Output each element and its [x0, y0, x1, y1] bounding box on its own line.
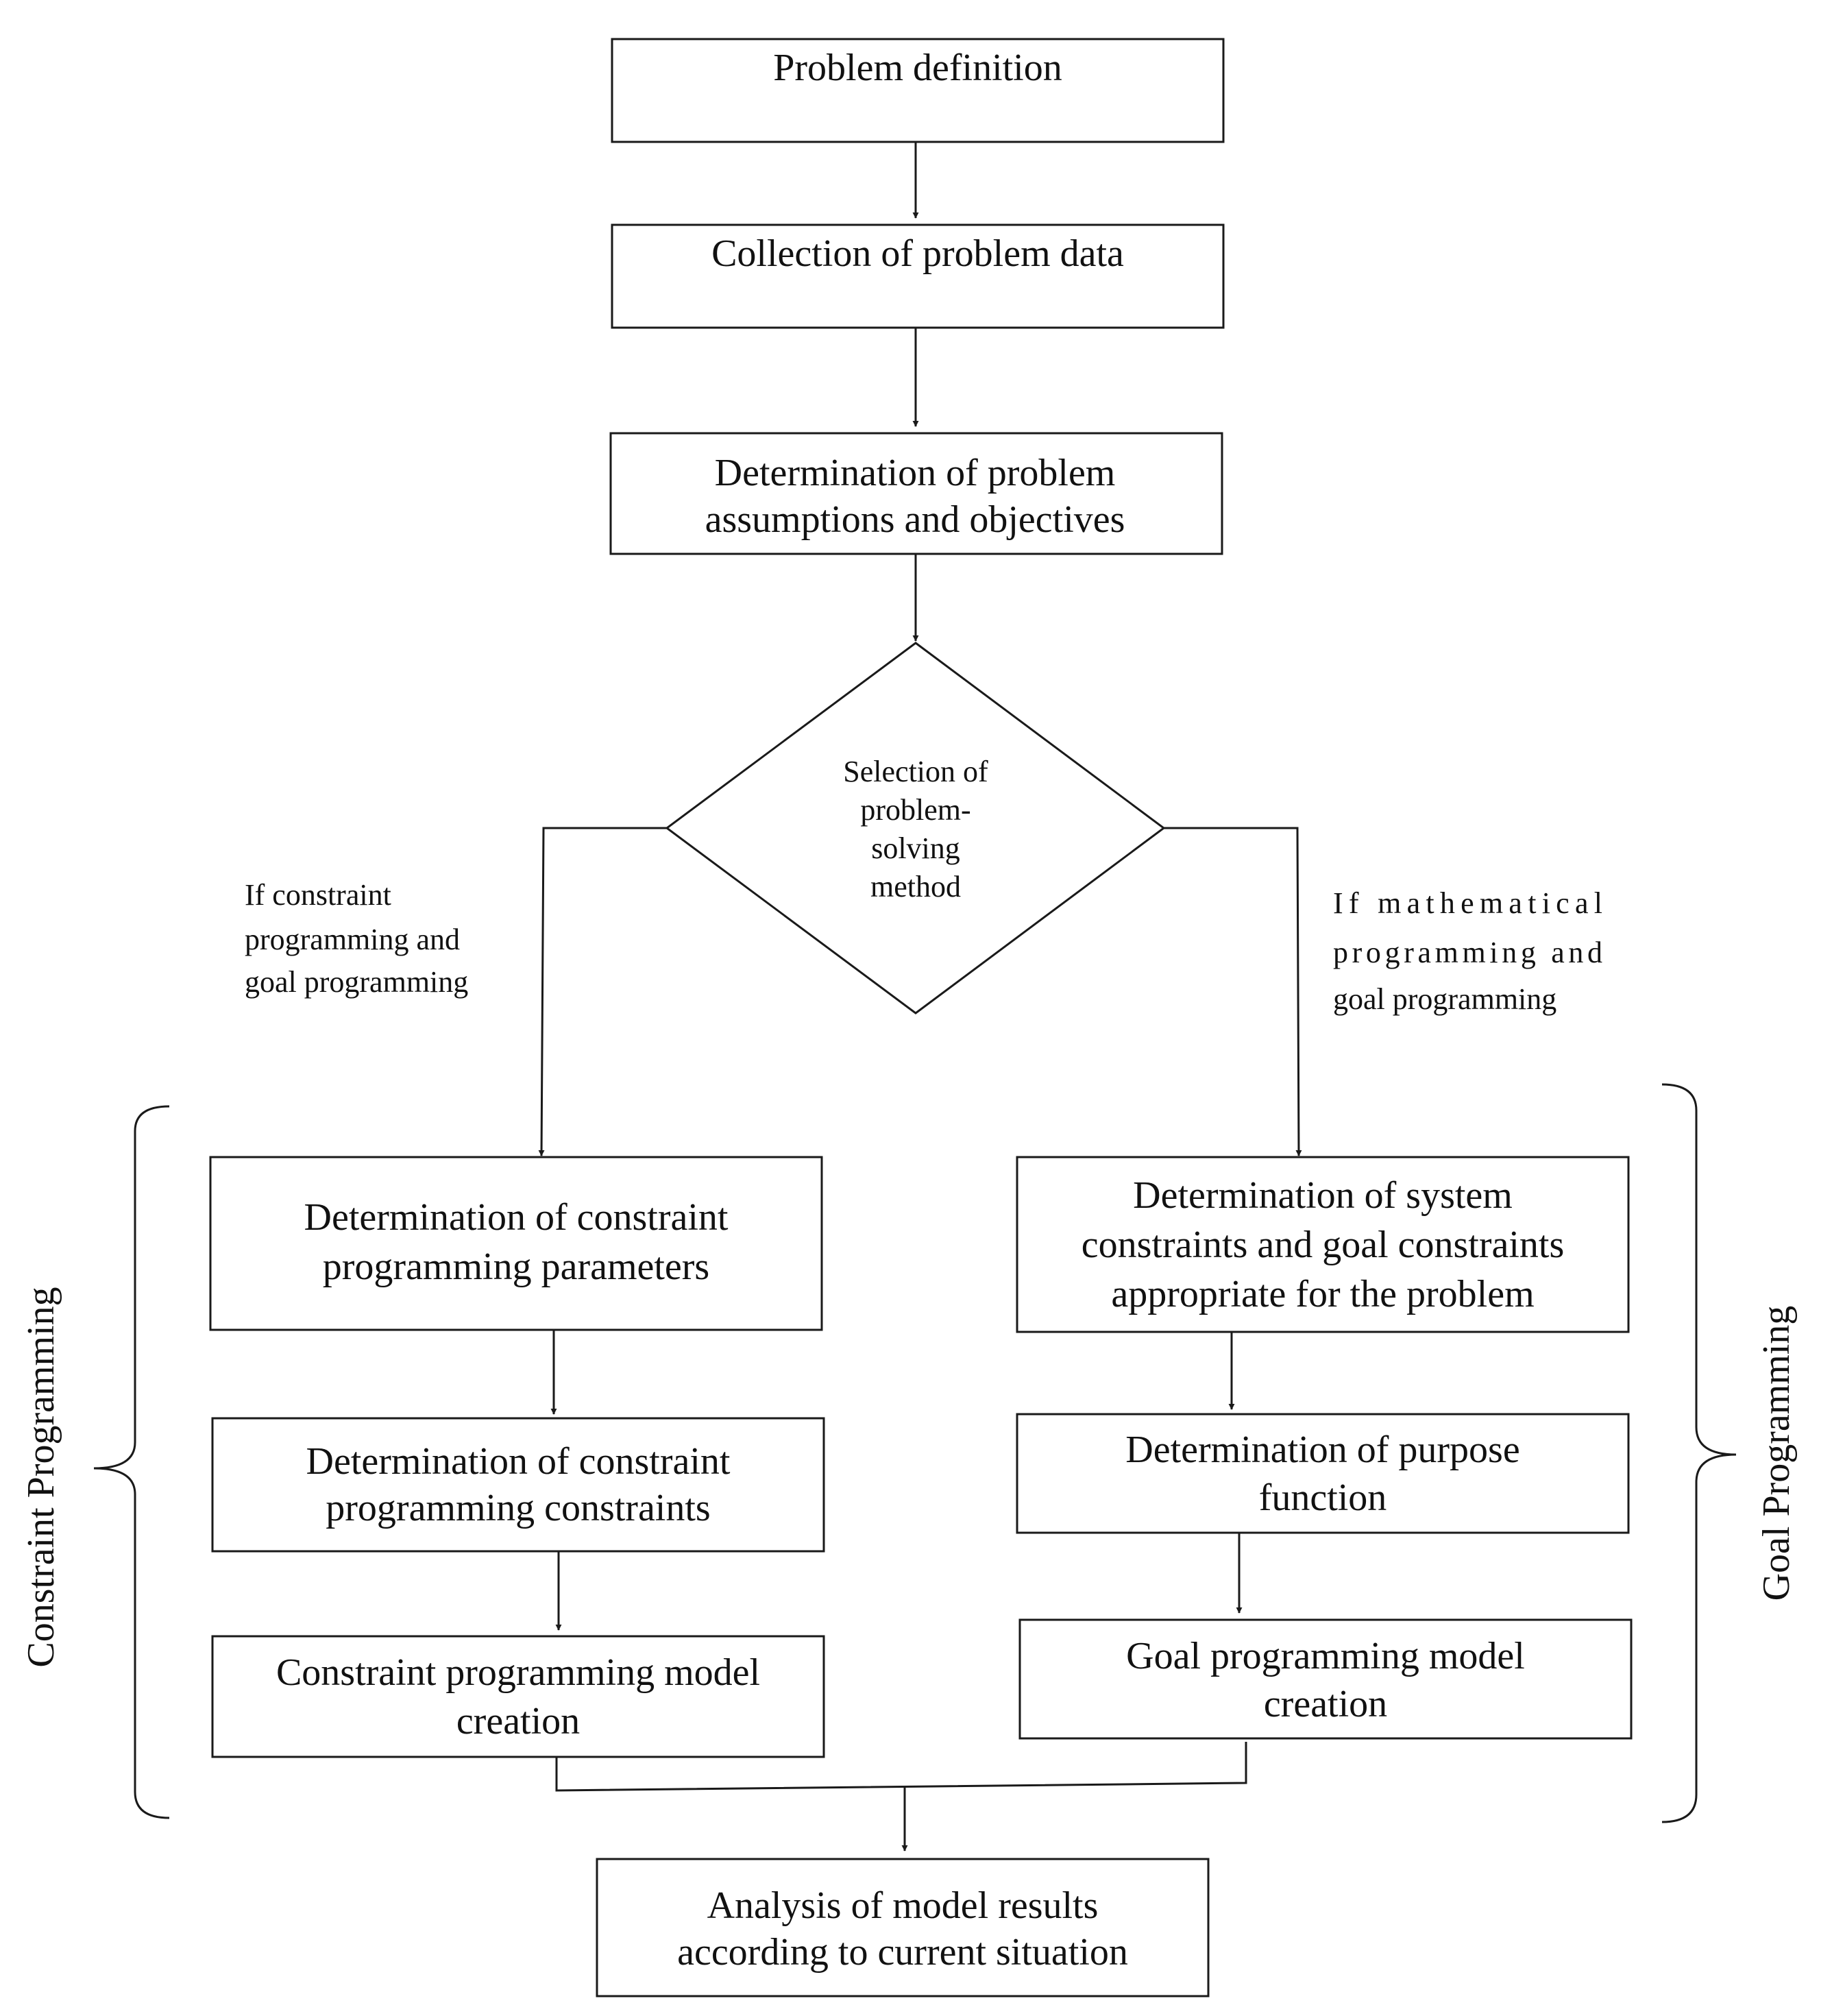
gp-model-box: Goal programming model creation: [1018, 1618, 1633, 1740]
connectors: [538, 142, 1302, 1851]
branch-label-right: If mathematical programming and goal pro…: [1333, 886, 1602, 1016]
decision-text-line: solving: [871, 831, 960, 865]
box-text-line: Determination of constraint: [306, 1440, 731, 1483]
decision-diamond: Selection of problem- solving method: [665, 642, 1166, 1015]
gp-constraints-box: Determination of system constraints and …: [1016, 1156, 1630, 1333]
box-text-line: Determination of system: [1133, 1174, 1513, 1217]
cp-model-box: Constraint programming model creation: [211, 1635, 825, 1758]
branch-text-line: programming and: [245, 923, 460, 956]
box-text-line: Determination of constraint: [304, 1196, 729, 1239]
box-text-line: Problem definition: [773, 47, 1062, 89]
box-text-line: constraints and goal constraints: [1082, 1224, 1565, 1266]
arrow-decision-to-gp-branch: [1164, 827, 1302, 1156]
branch-text-line: goal programming: [245, 965, 468, 999]
box-text-line: creation: [456, 1700, 580, 1742]
box-text-line: Determination of purpose: [1125, 1429, 1519, 1471]
box-text-line: appropriate for the problem: [1111, 1273, 1534, 1315]
box-text-line: programming constraints: [326, 1487, 710, 1529]
cp-parameters-box: Determination of constraint programming …: [209, 1156, 823, 1331]
gp-purpose-box: Determination of purpose function: [1016, 1413, 1630, 1534]
branch-label-left: If constraint programming and goal progr…: [245, 878, 468, 999]
goal-programming-group: Goal Programming: [1661, 1083, 1798, 1823]
goal-programming-label: Goal Programming: [1755, 1306, 1798, 1601]
merge-line: [555, 1742, 1247, 1792]
box-text-line: programming parameters: [323, 1246, 709, 1288]
box-text-line: Determination of problem: [715, 452, 1116, 494]
cp-constraints-box: Determination of constraint programming …: [211, 1417, 825, 1553]
decision-text-line: Selection of: [843, 755, 988, 788]
decision-text-line: problem-: [860, 793, 970, 827]
branch-text-line: programming and: [1333, 936, 1602, 969]
analysis-box: Analysis of model results according to c…: [596, 1858, 1210, 1997]
box-text-line: function: [1259, 1477, 1387, 1519]
constraint-programming-group: Constraint Programming: [20, 1105, 170, 1819]
data-collection-box: Collection of problem data: [611, 223, 1225, 329]
box-text-line: assumptions and objectives: [705, 498, 1125, 541]
box-text-line: Collection of problem data: [711, 232, 1124, 275]
right-brace: [1661, 1083, 1737, 1823]
box-text-line: Goal programming model: [1126, 1635, 1525, 1677]
constraint-programming-label: Constraint Programming: [20, 1287, 62, 1667]
assumptions-box: Determination of problem assumptions and…: [609, 432, 1223, 555]
box-text-line: according to current situation: [677, 1931, 1128, 1974]
arrow-decision-to-cp-branch: [538, 827, 667, 1156]
box-text-line: Constraint programming model: [276, 1651, 760, 1694]
branch-text-line: If constraint: [245, 878, 391, 912]
problem-definition-box: Problem definition: [611, 38, 1225, 143]
decision-text-line: method: [870, 870, 961, 903]
left-brace: [93, 1105, 170, 1819]
box-text-line: Analysis of model results: [707, 1884, 1099, 1927]
branch-text-line: goal programming: [1333, 982, 1556, 1016]
branch-text-line: If mathematical: [1333, 886, 1602, 920]
box-text-line: creation: [1264, 1683, 1387, 1725]
